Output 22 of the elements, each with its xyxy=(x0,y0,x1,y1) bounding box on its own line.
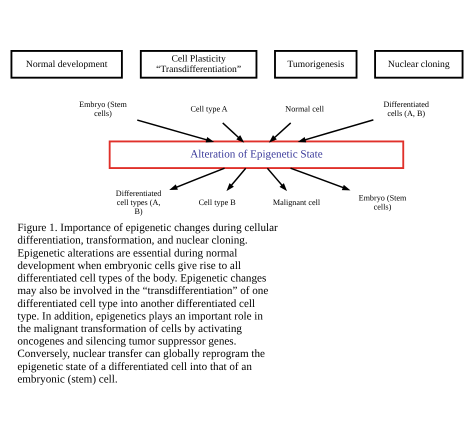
node-text: Embryo (Stem cells) xyxy=(79,100,127,118)
arrow xyxy=(266,168,288,192)
node-text: Embryo (Stem cells) xyxy=(358,194,406,212)
arrow xyxy=(137,119,214,142)
node-text: Malignant cell xyxy=(272,198,320,208)
caption: Figure 1. Importance of epigenetic changes during cellular differentiation, transformation, and nuclear cloning. Epigenetic alterations are essential during normal development when embryonic cells give rise to all differentiated cell types of the body. Epigenetic changes may also be involved in the “transdifferentiation” of one differentiated cell type into another differentiated cell type. In addition, epigenetics plays an important role in the malignant transformation of cells by activating oncogenes and silencing tumor suppressor genes. Conversely, nuclear transfer can globally reprogram the epigenetic state of a differentiated cell into that of an embryonic (stem) cell. xyxy=(17,222,278,386)
node-box: Normal development xyxy=(10,50,123,79)
node-text: Differentiated cell types (A, B) xyxy=(116,189,162,216)
node-text: Cell type B xyxy=(198,198,236,208)
node-text: Cell type A xyxy=(190,104,228,114)
arrow xyxy=(226,168,246,192)
node-box: Tumorigenesis xyxy=(274,50,358,79)
node-box: Alteration of Epigenetic State xyxy=(108,140,404,170)
node-box: Nuclear cloning xyxy=(374,50,464,79)
arrow xyxy=(222,122,244,143)
arrow xyxy=(298,119,374,142)
node-text: Normal cell xyxy=(285,104,324,114)
arrow xyxy=(290,167,350,190)
arrow xyxy=(268,122,292,143)
node-box: Cell Plasticity “Transdifferentiation” xyxy=(140,50,258,79)
node-text: Differentiated cells (A, B) xyxy=(383,100,429,118)
arrow xyxy=(169,167,225,190)
